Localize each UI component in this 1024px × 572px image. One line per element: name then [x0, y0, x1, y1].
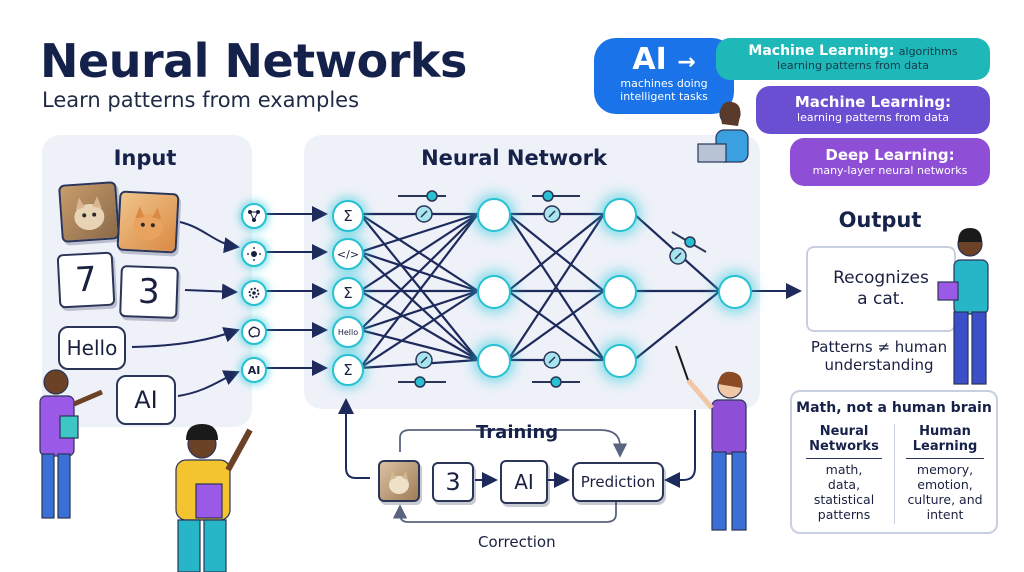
cat-icon [74, 196, 105, 230]
right-line: culture, and [907, 492, 983, 507]
right-line: intent [926, 507, 964, 522]
training-digit-card: 3 [432, 462, 474, 502]
ml1-heading: Machine Learning: algorithms [716, 43, 990, 59]
edge-cat-to-icon [179, 221, 240, 254]
hidden2-node-3 [603, 344, 637, 378]
dl-pill: Deep Learning: many-layer neural network… [790, 138, 990, 186]
input-node-5: Σ [332, 354, 364, 386]
gear-icon [241, 280, 267, 306]
correction-loop [392, 502, 617, 523]
output-result-line1: Recognizes [833, 268, 929, 288]
comparison-box: Math, not a human brain Neural Networks … [790, 390, 998, 534]
feedback-to-network [338, 398, 370, 479]
ml2-desc: learning patterns from data [797, 111, 949, 124]
cat-photo-2 [116, 190, 180, 254]
ai-pill: AI → machines doing intelligent tasks [594, 38, 734, 114]
edge-ai-to-icon [177, 370, 240, 397]
output-result-box: Recognizes a cat. [806, 246, 956, 332]
cat-icon [389, 471, 409, 494]
ml2-pill: Machine Learning: learning patterns from… [756, 86, 990, 134]
edges-layer1 [359, 212, 479, 370]
digit-card-3: 3 [119, 265, 179, 319]
comparison-left-list: math, data, statistical patterns [798, 462, 890, 522]
edge-hello-to-icon [131, 327, 240, 348]
cat-photo-1 [58, 181, 120, 243]
ml1-suffix: algorithms [898, 45, 958, 58]
training-label: Training [476, 422, 559, 443]
comparison-left-head: Neural Networks [798, 424, 890, 454]
left-underline [806, 458, 882, 459]
training-loop-top [399, 429, 628, 458]
comparison-divider [894, 424, 895, 524]
output-node [718, 275, 752, 309]
ai-icon: AI [241, 357, 267, 383]
left-line: patterns [817, 507, 871, 522]
ai-pill-label: AI [632, 42, 667, 77]
left-line: statistical [813, 492, 875, 507]
dl-desc: many-layer neural networks [812, 164, 968, 177]
network-icon [241, 203, 267, 229]
brain-icon [241, 319, 267, 345]
comparison-right-head: Human Learning [898, 424, 992, 454]
hidden1-node-1 [477, 198, 511, 232]
sun-icon [241, 241, 267, 267]
output-note-line1: Patterns ≠ human [810, 338, 948, 356]
training-ai-card: AI [500, 460, 548, 504]
comparison-right-head2: Learning [912, 439, 978, 454]
dl-title: Deep Learning: [825, 146, 955, 164]
weight-sliders [398, 190, 707, 388]
page-title: Neural Networks [40, 34, 467, 88]
input-header: Input [113, 146, 177, 170]
digit-card-7: 7 [56, 251, 116, 309]
input-node-1: Σ [332, 200, 364, 232]
right-line: memory, [916, 462, 974, 477]
training-cat-photo [378, 460, 420, 502]
comparison-right-head1: Human [919, 424, 971, 439]
output-result-line2: a cat. [857, 289, 905, 309]
hidden2-node-2 [603, 275, 637, 309]
comparison-left-head1: Neural [819, 424, 869, 439]
comparison-right-list: memory, emotion, culture, and intent [898, 462, 992, 522]
hello-bubble: Hello [58, 326, 126, 370]
ai-desc-line2: intelligent tasks [620, 90, 708, 103]
network-to-prediction [664, 410, 696, 488]
left-line: math, [825, 462, 863, 477]
edges-layer2 [507, 212, 605, 362]
ai-desc-line1: machines doing [620, 77, 708, 90]
correction-label: Correction [478, 533, 556, 551]
ml1-title: Machine Learning: [748, 43, 895, 59]
output-header: Output [838, 208, 922, 232]
input-node-3: Σ [332, 277, 364, 309]
ml1-desc: learning patterns from data [777, 59, 929, 72]
right-underline [906, 458, 984, 459]
hidden1-node-2 [477, 275, 511, 309]
input-node-4: Hello [332, 316, 364, 348]
hidden1-node-3 [477, 344, 511, 378]
edge-digit-to-icon [184, 283, 238, 300]
ai-bubble: AI [116, 375, 176, 425]
left-line: data, [827, 477, 861, 492]
comparison-left-head2: Networks [809, 439, 879, 454]
page-subtitle: Learn patterns from examples [42, 88, 360, 112]
right-line: emotion, [917, 477, 973, 492]
hidden2-node-1 [603, 198, 637, 232]
ai-pill-heading: AI → [594, 42, 734, 77]
ml2-title: Machine Learning: [794, 93, 952, 111]
arrow-right-icon: → [677, 50, 696, 75]
cat-icon [132, 206, 163, 240]
prediction-box: Prediction [572, 462, 664, 502]
comparison-title: Math, not a human brain [796, 400, 992, 416]
network-header: Neural Network [421, 146, 607, 170]
ml1-pill: Machine Learning: algorithms learning pa… [716, 38, 990, 80]
output-note-line2: understanding [824, 356, 934, 374]
input-node-2: </> [332, 238, 364, 270]
output-note: Patterns ≠ human understanding [806, 338, 952, 374]
